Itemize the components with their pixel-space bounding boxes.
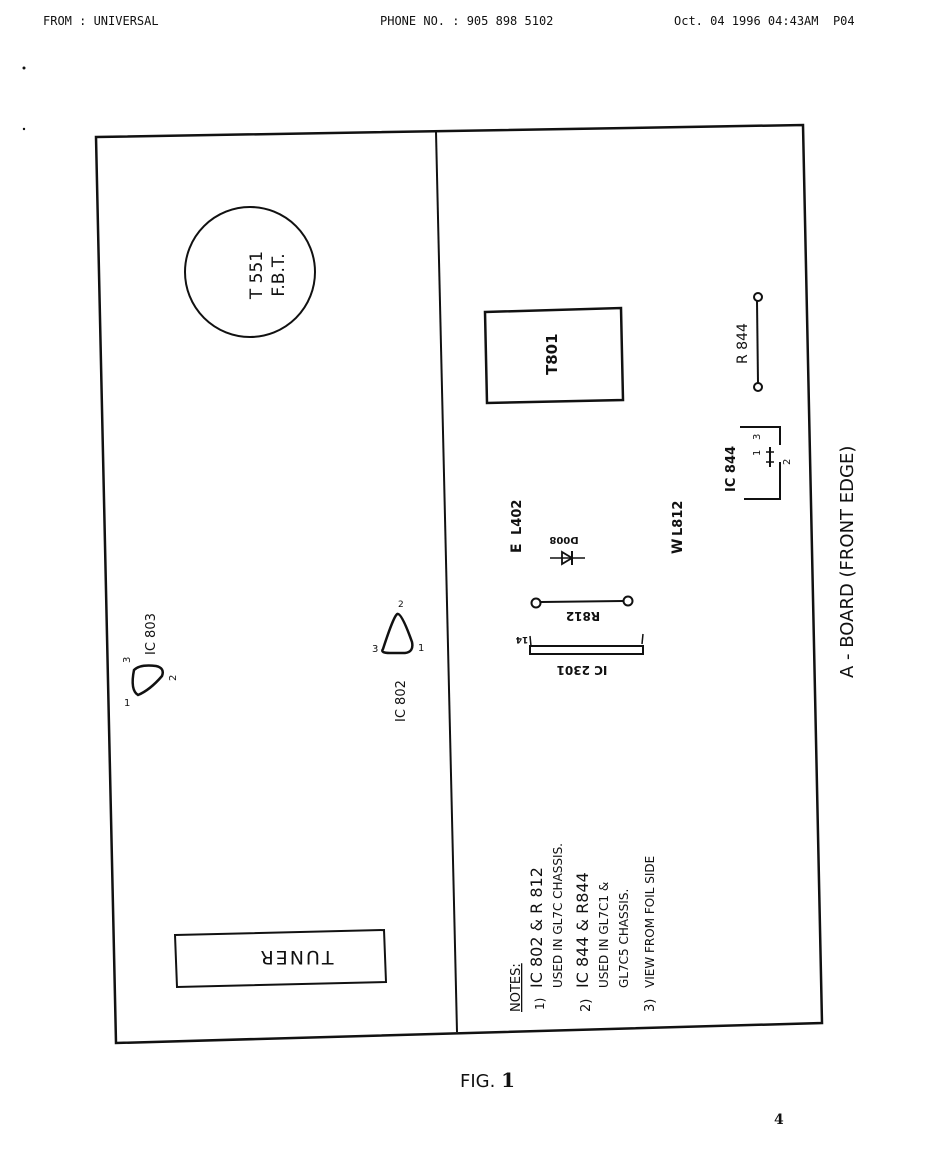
note-1-line2: USED IN GL7C CHASSIS.: [551, 843, 565, 988]
l812-symbol: W: [670, 539, 686, 554]
r812: R812: [530, 595, 634, 623]
ic-2301-pin-14: 14: [516, 634, 529, 644]
d008: D008: [549, 534, 585, 566]
note-2-line2: USED IN GL7C1 &: [597, 882, 611, 988]
ic-802-pin-3: 3: [372, 644, 378, 655]
ic-803-pin-1: 1: [124, 698, 130, 709]
r844: R 844: [735, 292, 763, 392]
l812-label: L812: [671, 501, 686, 536]
page-number: 4: [774, 1112, 784, 1128]
board-divider: [435, 131, 458, 1033]
figure-number: 1: [501, 1068, 515, 1092]
note-3-number: 3): [643, 999, 658, 1012]
l402-symbol: E: [509, 543, 525, 553]
note-3-line1: VIEW FROM FOIL SIDE: [643, 856, 657, 988]
note-2-line3: GL7C5 CHASSIS.: [617, 889, 631, 988]
ic-844-label: IC 844: [724, 446, 739, 492]
t551-fbt: T 551 F.B.T.: [184, 206, 316, 338]
ic-2301: 14 IC 2301: [516, 633, 644, 677]
board-title: A - BOARD (FRONT EDGE): [837, 446, 858, 678]
fax-header: FROM : UNIVERSAL PHONE NO. : 905 898 510…: [0, 14, 935, 34]
fbt-label: F.B.T.: [269, 253, 289, 296]
fax-from: FROM : UNIVERSAL: [43, 14, 159, 28]
tuner-block: TUNER: [173, 928, 388, 989]
ic-2301-label: IC 2301: [557, 663, 608, 677]
speck: [22, 66, 26, 70]
ic-844-pin-1: 1: [752, 450, 763, 456]
figure-caption: FIG. 1: [460, 1068, 515, 1092]
figure-prefix: FIG.: [460, 1071, 496, 1092]
note-2-number: 2): [579, 999, 594, 1012]
tuner-label: TUNER: [259, 946, 335, 968]
ic-802: 2 3 1 IC 802: [372, 600, 424, 722]
note-1-number: 1): [533, 998, 547, 1010]
ic-844-pin-2: 2: [782, 459, 793, 465]
ic-802-label: IC 802: [394, 680, 409, 722]
note-2-line1: IC 844 & R844: [573, 872, 592, 988]
l402: E L402: [509, 500, 525, 553]
ic-844-pin-3: 3: [752, 434, 763, 440]
t551-label: T 551: [247, 251, 267, 300]
l402-label: L402: [510, 500, 525, 535]
r844-label: R 844: [735, 323, 751, 364]
ic-844: 1 3 2 IC 844: [724, 426, 793, 500]
board-outline: [94, 123, 824, 1045]
ic-803-pin-2: 2: [168, 675, 179, 681]
r812-label: R812: [566, 609, 600, 623]
notes-heading: NOTES:: [509, 963, 524, 1012]
ic-802-pin-2: 2: [398, 600, 404, 610]
fax-datetime-page: Oct. 04 1996 04:43AM P04: [674, 14, 855, 28]
speck: [22, 127, 26, 131]
d008-label: D008: [549, 534, 578, 545]
note-1-line1: IC 802 & R 812: [527, 867, 546, 988]
ic-803: 1 2 3 IC 803: [122, 613, 179, 709]
ic-803-label: IC 803: [144, 613, 159, 655]
l812: W L812: [670, 501, 686, 554]
fax-phone: PHONE NO. : 905 898 5102: [380, 14, 554, 28]
ic-802-pin-1: 1: [418, 643, 424, 654]
ic-803-pin-3: 3: [122, 657, 133, 663]
t801-label: T801: [543, 333, 561, 375]
notes-block: NOTES: 1) IC 802 & R 812 USED IN GL7C CH…: [509, 843, 658, 1012]
t801: T801: [483, 306, 625, 405]
